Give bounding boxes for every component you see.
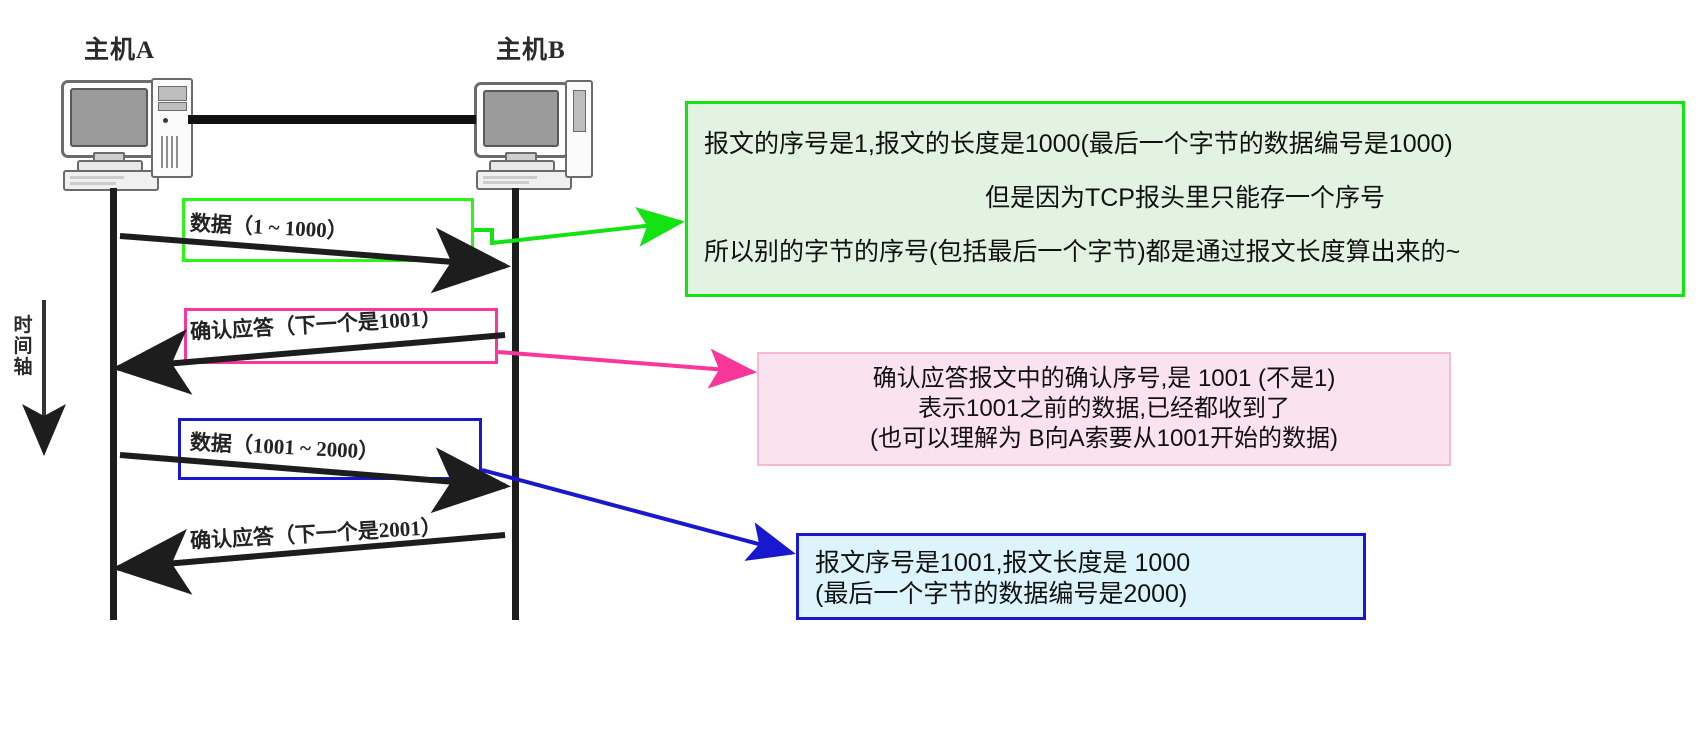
computer-tower [151, 78, 193, 178]
keyboard-keys [70, 176, 124, 179]
time-axis-line [43, 300, 46, 450]
annotation-line: 报文的序号是1,报文的长度是1000(最后一个字节的数据编号是1000) [704, 130, 1453, 159]
tower-vent [176, 136, 178, 168]
annotation-blue-note: 报文序号是1001,报文长度是 1000 (最后一个字节的数据编号是2000) [796, 533, 1366, 620]
annotation-line: 表示1001之前的数据,已经都收到了 [917, 395, 1291, 422]
host-a-label: 主机A [84, 37, 156, 64]
highlight-box-ack-1001 [184, 308, 498, 364]
monitor-screen [70, 88, 148, 147]
tower-vent [161, 136, 163, 168]
keyboard-keys [483, 181, 529, 184]
highlight-box-data-1-1000 [182, 198, 474, 262]
tower-power-led [163, 118, 168, 123]
computer-tower [565, 80, 593, 178]
host-b-lifeline [512, 188, 519, 620]
annotation-line: (也可以理解为 B向A索要从1001开始的数据) [869, 425, 1339, 452]
network-cable [188, 115, 476, 124]
annotation-green-note: 报文的序号是1,报文的长度是1000(最后一个字节的数据编号是1000) 但是因… [685, 101, 1685, 297]
tower-drive-bay [158, 86, 187, 101]
keyboard-keys [70, 182, 116, 185]
monitor-screen [483, 90, 559, 147]
keyboard-keys [483, 176, 537, 179]
annotation-line: (最后一个字节的数据编号是2000) [815, 580, 1188, 609]
host-b-computer-icon [470, 80, 600, 190]
host-a-lifeline [110, 188, 117, 620]
tower-vent [171, 136, 173, 168]
message-label-ack-2001: 确认应答（下一个是2001） [189, 514, 443, 553]
annotation-line: 报文序号是1001,报文长度是 1000 [815, 549, 1191, 577]
host-a-computer-icon [57, 78, 197, 191]
tower-drive-bay [158, 102, 187, 111]
connector-pink [497, 348, 757, 389]
annotation-line: 但是因为TCP报头里只能存一个序号 [984, 184, 1385, 213]
highlight-box-data-1001-2000 [178, 418, 482, 480]
keyboard [476, 170, 572, 190]
host-b-label: 主机B [496, 37, 566, 64]
annotation-line: 确认应答报文中的确认序号,是 1001 (不是1) [872, 365, 1336, 392]
connector-green [474, 206, 685, 247]
time-axis-label: 时间轴 [13, 315, 33, 378]
tower-drive-bay [573, 90, 586, 132]
annotation-pink-note: 确认应答报文中的确认序号,是 1001 (不是1) 表示1001之前的数据,已经… [757, 352, 1451, 466]
tower-vent [166, 136, 168, 168]
annotation-line: 所以别的字节的序号(包括最后一个字节)都是通过报文长度算出来的~ [704, 238, 1461, 267]
connector-blue [481, 468, 796, 561]
